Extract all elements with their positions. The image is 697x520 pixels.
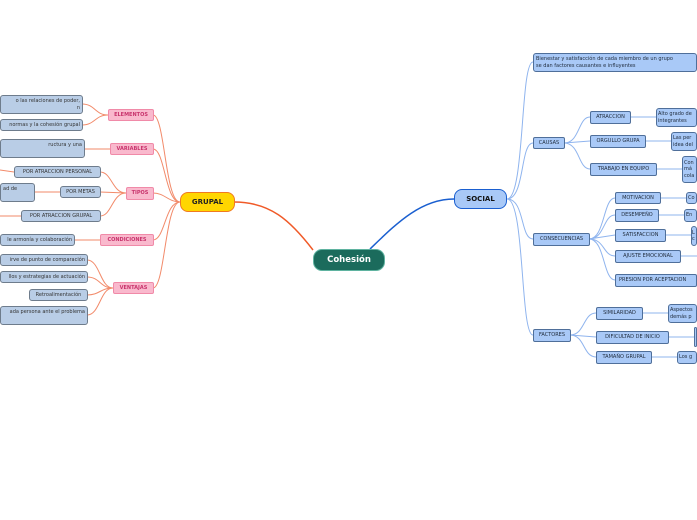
- variables-detail[interactable]: ructura y una: [0, 139, 85, 158]
- topic-grupal[interactable]: GRUPAL: [180, 192, 235, 212]
- satisfaccion-detail[interactable]: L c: [691, 226, 697, 246]
- causa-trabajo-equipo[interactable]: TRABAJO EN EQUIPO: [590, 163, 657, 176]
- consecuencia-motivacion[interactable]: MOTIVACION: [615, 192, 661, 204]
- tamano-detail[interactable]: Los g: [677, 351, 697, 364]
- node-tipos[interactable]: TIPOS: [126, 187, 154, 200]
- consecuencia-satisfaccion[interactable]: SATISFACCION: [615, 229, 666, 242]
- elementos-detail-1[interactable]: o las relaciones de poder, n: [0, 95, 83, 114]
- tipos-atraccion-grupal[interactable]: POR ATRACCION GRUPAL: [21, 210, 101, 222]
- ventajas-detail-2[interactable]: llos y estrategias de actuación: [0, 271, 88, 283]
- tipos-atraccion-personal[interactable]: POR ATRACCION PERSONAL: [14, 166, 101, 178]
- node-variables[interactable]: VARIABLES: [110, 143, 154, 155]
- consecuencia-ajuste-emocional[interactable]: AJUSTE EMOCIONAL: [615, 250, 681, 263]
- node-condiciones[interactable]: CONDICIONES: [100, 234, 154, 246]
- elementos-detail-2[interactable]: normas y la cohesión grupal: [0, 119, 83, 131]
- central-topic-cohesion[interactable]: Cohesión: [313, 249, 385, 271]
- causa-trabajo-detail[interactable]: Con má cola: [682, 156, 697, 183]
- node-elementos[interactable]: ELEMENTOS: [108, 109, 154, 121]
- causa-orgullo-grupal[interactable]: ORGULLO GRUPA: [590, 135, 646, 148]
- causa-orgullo-detail[interactable]: Las per idea del: [671, 132, 697, 151]
- node-ventajas[interactable]: VENTAJAS: [113, 282, 154, 294]
- similaridad-detail[interactable]: Aspectos demás p: [668, 304, 697, 323]
- tipos-por-metas[interactable]: POR METAS: [60, 186, 101, 198]
- consecuencia-presion-aceptacion[interactable]: PRESION POR ACEPTACION: [615, 274, 697, 287]
- node-factores[interactable]: FACTORES: [533, 329, 571, 342]
- causa-atraccion-detail[interactable]: Alto grado de integrantes: [656, 108, 697, 127]
- motivacion-detail[interactable]: Co: [686, 192, 697, 204]
- ventajas-retroalimentacion[interactable]: Retroalimentación: [29, 289, 88, 301]
- por-metas-detail[interactable]: ad de: [0, 183, 35, 202]
- factor-tamano-grupal[interactable]: TAMAÑO GRUPAL: [596, 351, 652, 364]
- social-bienestar[interactable]: Bienestar y satisfacción de cada miembro…: [533, 53, 697, 72]
- topic-social[interactable]: SOCIAL: [454, 189, 507, 209]
- factor-similaridad[interactable]: SIMILARIDAD: [596, 307, 643, 320]
- node-causas[interactable]: CAUSAS: [533, 137, 565, 149]
- ventajas-detail-1[interactable]: irve de punto de comparación: [0, 254, 88, 266]
- consecuencia-desempeno[interactable]: DESEMPEÑO: [615, 209, 659, 222]
- ventajas-detail-4[interactable]: ada persona ante el problema: [0, 306, 88, 325]
- desempeno-detail[interactable]: En: [684, 209, 697, 222]
- causa-atraccion[interactable]: ATRACCION: [590, 111, 631, 124]
- node-consecuencias[interactable]: CONSECUENCIAS: [533, 233, 590, 246]
- condiciones-detail[interactable]: le armonía y colaboración: [0, 234, 75, 246]
- factor-dificultad-inicio[interactable]: DIFICULTAD DE INICIO: [596, 331, 669, 344]
